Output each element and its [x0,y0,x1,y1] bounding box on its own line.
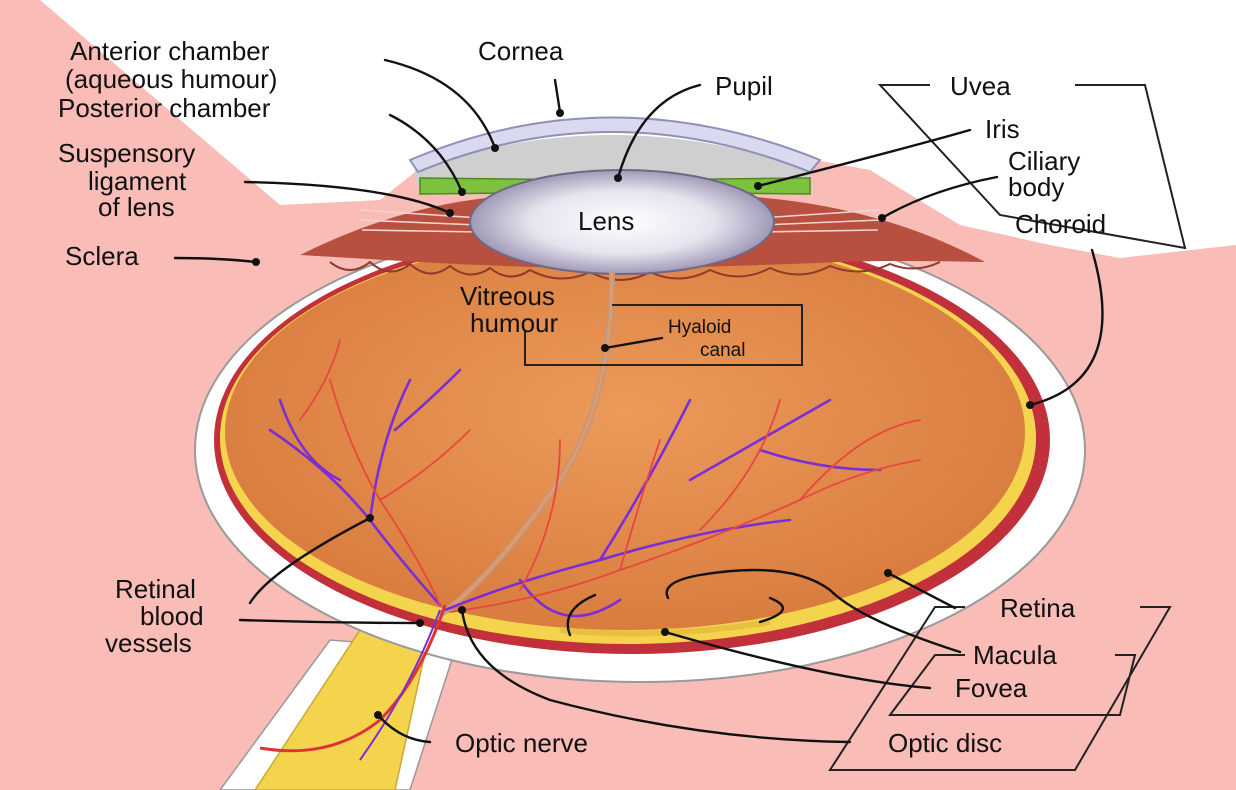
label-posterior-chamber: Posterior chamber [58,93,271,123]
label-pupil: Pupil [715,71,773,101]
label-optic-disc: Optic disc [888,728,1002,758]
vitreous-body [225,234,1025,630]
label-aqueous-humour: (aqueous humour) [65,64,277,94]
label-retinal-vessels: vessels [105,628,192,658]
label-cornea: Cornea [478,36,564,66]
label-choroid: Choroid [1015,209,1106,239]
label-macula: Macula [973,640,1057,670]
label-lens: Lens [578,206,634,236]
label-fovea: Fovea [955,673,1028,703]
label-vitreous-humour: humour [470,308,558,338]
label-retina: Retina [1000,593,1076,623]
label-sclera: Sclera [65,241,139,271]
label-hyaloid: Hyaloid [668,317,731,338]
label-suspensory-1: Suspensory [58,138,195,168]
label-suspensory-3: of lens [98,192,175,222]
label-iris: Iris [985,114,1020,144]
label-retinal: Retinal [115,574,196,604]
label-vitreous: Vitreous [460,281,555,311]
label-hyaloid-canal: canal [700,340,745,361]
label-uvea: Uvea [950,71,1011,101]
label-optic-nerve: Optic nerve [455,728,588,758]
label-retinal-blood: blood [140,601,204,631]
label-ciliary-body: body [1008,172,1064,202]
label-anterior-chamber: Anterior chamber [70,36,270,66]
